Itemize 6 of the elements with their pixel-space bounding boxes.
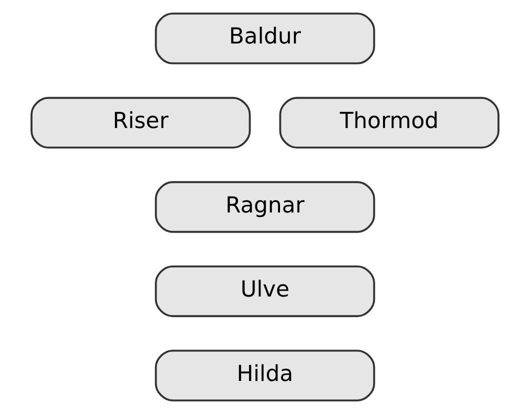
node-box: Thormod <box>279 96 500 149</box>
node-box: Hilda <box>154 350 376 402</box>
node-box: Ragnar <box>154 181 376 233</box>
node-box: Ulve <box>154 265 376 318</box>
node-box: Baldur <box>154 12 376 64</box>
node-box: Riser <box>30 96 251 149</box>
